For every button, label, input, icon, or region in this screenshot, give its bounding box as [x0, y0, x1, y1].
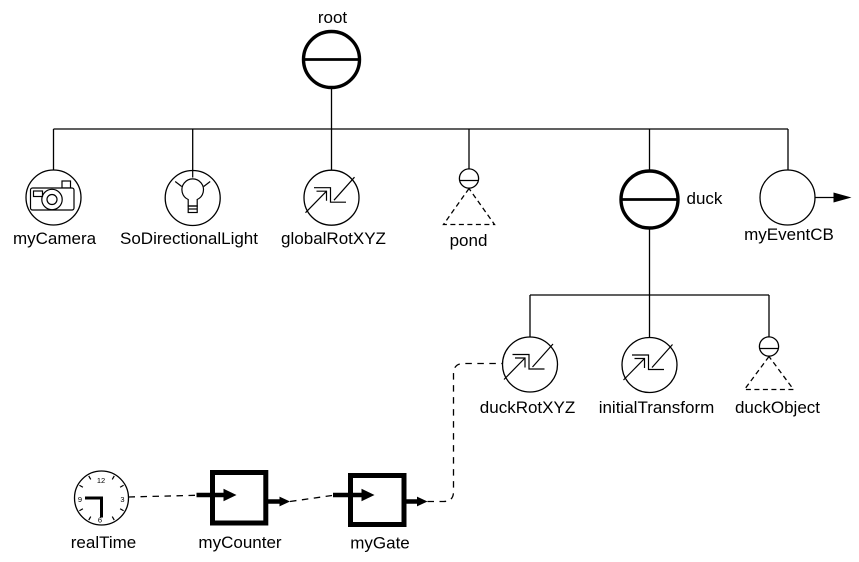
bulb-globe [181, 178, 205, 207]
engine-box [210, 470, 269, 526]
node-circle [303, 169, 360, 226]
node-realtime: 12 3 6 9 [73, 470, 130, 526]
node-circle [621, 336, 678, 394]
node-initialtransform [621, 336, 678, 394]
node-myeventcb [759, 169, 852, 226]
file-triangle [743, 355, 795, 391]
node-globalrotxyz [303, 169, 360, 226]
camera-lens-inner [46, 193, 58, 206]
node-pond [442, 168, 496, 226]
engine-output-head [279, 496, 290, 507]
clock-face [73, 470, 130, 526]
file-node-circle [458, 168, 480, 189]
tree-edges [52, 88, 789, 338]
node-label-root: root [318, 8, 348, 27]
node-root [301, 29, 362, 90]
node-label-initialtransform: initialTransform [599, 398, 715, 417]
edge-realtime-mycounter [128, 494, 197, 498]
node-duckrotxyz [501, 336, 559, 393]
node-duck [619, 169, 680, 230]
node-mycounter [196, 470, 290, 526]
clock-numeral-12: 12 [97, 476, 105, 485]
clock-hands [85, 496, 103, 518]
node-label-pond: pond [450, 231, 488, 250]
clock-numeral-9: 9 [78, 495, 82, 504]
engine-input-head [361, 488, 375, 502]
node-mycamera [25, 169, 82, 226]
transform-icon [503, 343, 554, 381]
node-circle [759, 169, 816, 226]
node-label-duck: duck [687, 189, 723, 208]
event-output-arrow [815, 192, 852, 203]
node-circle [25, 169, 82, 226]
light-bulb-icon [174, 171, 211, 214]
engine-box [348, 473, 407, 527]
node-label-duckobject: duckObject [735, 398, 820, 417]
arrow-head [833, 192, 852, 203]
clock-numeral-6: 6 [98, 516, 102, 525]
node-sodirectionallight [164, 169, 221, 227]
camera-prism [61, 180, 72, 189]
engine-output-head [417, 496, 428, 507]
engine-input-head [223, 488, 237, 502]
edge-mygate-duckrotxyz [427, 362, 502, 503]
node-label-mygate: myGate [350, 534, 410, 553]
camera-viewfinder [32, 190, 44, 198]
node-circle [164, 169, 221, 227]
transform-icon [304, 176, 356, 214]
node-label-mycounter: myCounter [198, 533, 281, 552]
node-duckobject [743, 336, 795, 391]
clock-ticks [79, 475, 124, 521]
node-mygate [333, 473, 428, 527]
node-label-mycamera: myCamera [13, 229, 97, 248]
bulb-ray-left [174, 181, 183, 187]
node-label-sodirectionallight: SoDirectionalLight [120, 229, 258, 248]
node-label-globalrotxyz: globalRotXYZ [281, 229, 386, 248]
file-node-circle [758, 336, 780, 357]
node-label-realtime: realTime [71, 533, 137, 552]
clock-numeral-3: 3 [120, 495, 124, 504]
node-circle [501, 336, 559, 393]
file-triangle [442, 187, 496, 226]
edge-mycounter-mygate [289, 494, 333, 503]
node-label-duckrotxyz: duckRotXYZ [480, 398, 575, 417]
camera-lens-outer [41, 188, 63, 211]
transform-icon [622, 343, 674, 381]
node-label-myeventcb: myEventCB [744, 225, 834, 244]
bulb-ray-right [203, 181, 211, 187]
engine-edges [128, 362, 502, 503]
camera-icon [29, 180, 75, 211]
